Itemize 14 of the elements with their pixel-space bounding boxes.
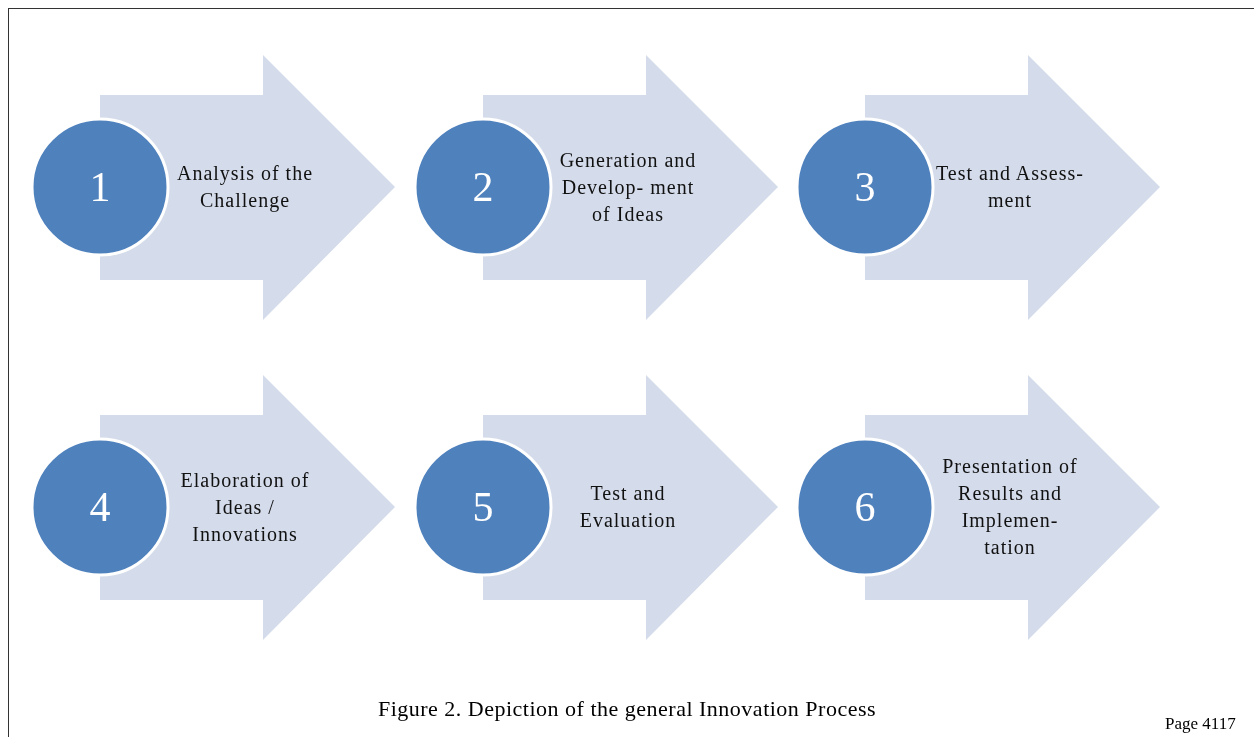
step-number: 6 <box>854 483 876 531</box>
step-number: 5 <box>472 483 494 531</box>
step-number: 3 <box>854 163 876 211</box>
step-label: Elaboration of Ideas / Innovations <box>179 467 311 547</box>
step-label: Test and Assess- ment <box>935 161 1085 213</box>
step-label: Test and Evaluation <box>578 481 678 533</box>
figure-caption: Figure 2. Depiction of the general Innovation Process <box>376 696 878 722</box>
step-label: Analysis of the Challenge <box>175 161 315 214</box>
step-number: 2 <box>472 163 494 211</box>
step-number: 1 <box>89 163 111 211</box>
step-number: 4 <box>89 483 111 531</box>
step-label: Generation and Develop- ment of Ideas <box>558 147 698 227</box>
page-number: Page 4117 <box>1165 714 1236 734</box>
step-label: Presentation of Results and Implemen- tation <box>941 454 1079 560</box>
